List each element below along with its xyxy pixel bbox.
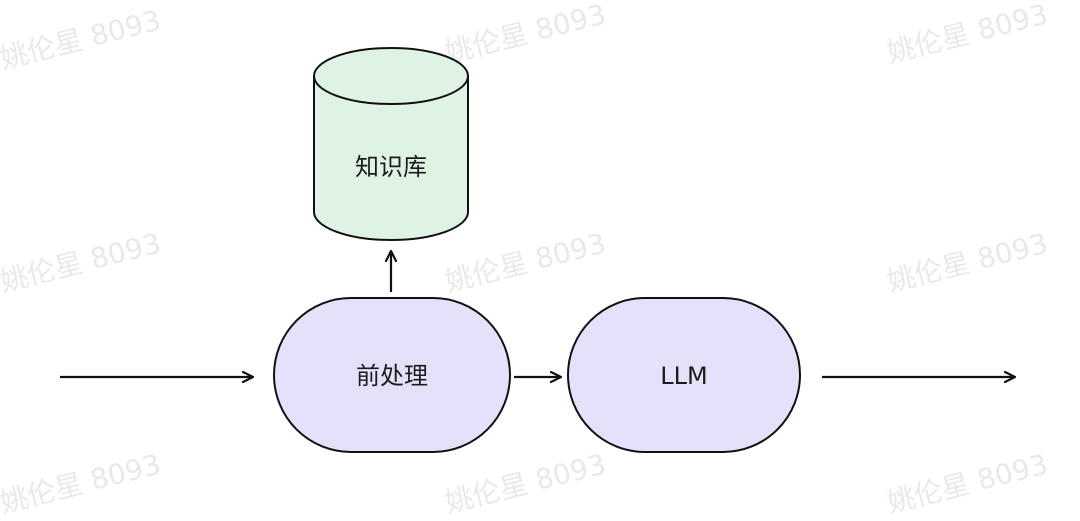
llm-label: LLM (660, 362, 707, 390)
cylinder-top (313, 47, 469, 105)
knowledge-base-label: 知识库 (355, 153, 427, 181)
llm-shape (567, 297, 801, 453)
cylinder-body (313, 76, 469, 241)
preprocess-label: 前处理 (356, 362, 428, 390)
preprocess-shape (273, 297, 511, 453)
llm-node: LLM (567, 297, 801, 453)
preprocess-node: 前处理 (273, 297, 511, 453)
knowledge-base-node: 知识库 (313, 47, 469, 241)
flow-diagram: 知识库 前处理 LLM (60, 47, 1080, 453)
